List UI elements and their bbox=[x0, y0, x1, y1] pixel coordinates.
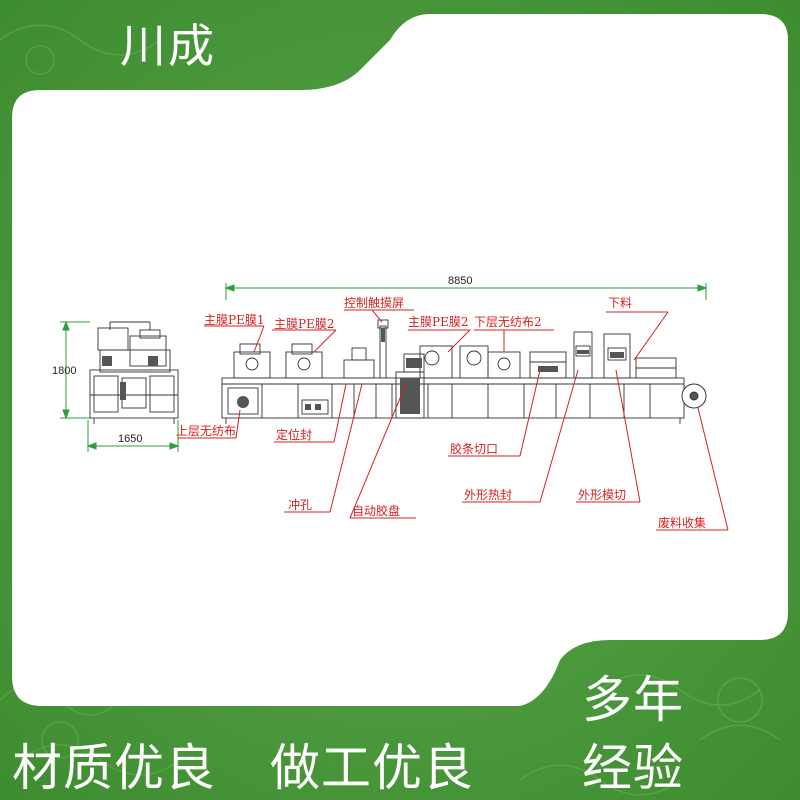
label-unloading: 下料 bbox=[608, 296, 633, 310]
label-outline-heat-seal: 外形热封 bbox=[464, 488, 513, 502]
label-main-film-pe1: 主膜PE膜1 bbox=[204, 313, 265, 327]
label-auto-tape-reel: 自动胶盘 bbox=[352, 504, 401, 518]
dimension-left-width: 1650 bbox=[118, 433, 143, 445]
label-main-film-pe2-a: 主膜PE膜2 bbox=[274, 317, 335, 331]
label-positioning-seal: 定位封 bbox=[276, 428, 313, 442]
dimension-overall-length: 8850 bbox=[448, 275, 473, 287]
label-strip-cut: 胶条切口 bbox=[450, 442, 499, 456]
tagline-years: 多年 bbox=[582, 671, 684, 729]
label-outline-die-cut: 外形模切 bbox=[578, 488, 627, 502]
tagline-quality-workmanship: 做工优良 bbox=[270, 739, 474, 797]
tagline-experience: 经验 bbox=[582, 739, 684, 797]
label-waste-collection: 废料收集 bbox=[658, 516, 707, 530]
label-main-film-pe2-b: 主膜PE膜2 bbox=[408, 315, 469, 329]
tagline-quality-material: 材质优良 bbox=[12, 739, 216, 797]
label-punching: 冲孔 bbox=[288, 498, 313, 512]
label-touch-screen: 控制触摸屏 bbox=[344, 296, 405, 310]
brand-title: 川成 bbox=[120, 19, 216, 73]
label-upper-nonwoven: 上层无纺布 bbox=[176, 424, 237, 438]
dimension-height: 1800 bbox=[52, 365, 77, 377]
label-lower-nonwoven2: 下层无纺布2 bbox=[474, 315, 542, 329]
